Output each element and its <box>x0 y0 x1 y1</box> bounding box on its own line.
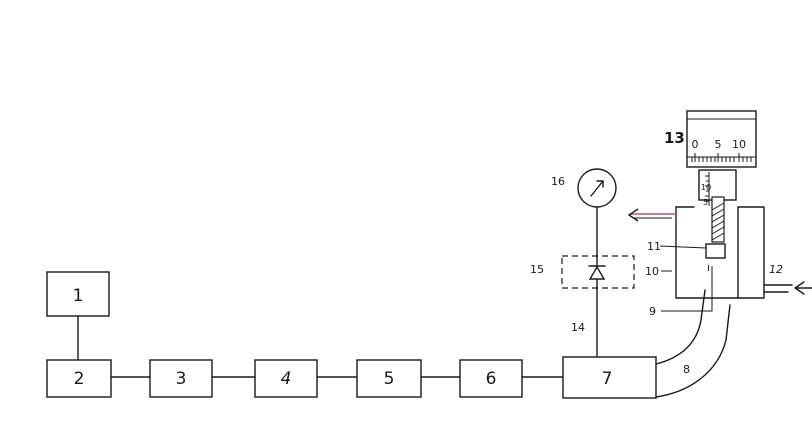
block-5 <box>356 359 422 398</box>
block-7 <box>562 356 657 399</box>
needle-arrow-icon <box>590 180 604 197</box>
leader-11 <box>659 245 707 249</box>
callout-10: 10 <box>645 265 659 278</box>
block-2-label: 2 <box>74 369 85 389</box>
block-7-label: 7 <box>602 369 613 389</box>
callout-9: 9 <box>649 305 656 318</box>
head-scale-10: 10 <box>732 138 746 151</box>
block-6 <box>459 359 523 398</box>
block-1-label: 1 <box>73 286 84 306</box>
probe-tip-11 <box>705 243 726 259</box>
detector-box <box>561 255 635 289</box>
head-scale-ticks <box>691 153 752 162</box>
leader-9 <box>661 266 713 312</box>
head-scale-0: 0 <box>692 138 699 151</box>
callout-14: 14 <box>571 321 585 334</box>
head-scale-5: 5 <box>715 138 722 151</box>
block-4-label: 4 <box>281 369 292 389</box>
inflow-arrow-icon <box>763 281 812 295</box>
callout-12: 12 <box>769 263 783 276</box>
block-6-label: 6 <box>486 369 497 389</box>
plunger-hatching <box>711 202 725 241</box>
diode-icon <box>588 265 606 280</box>
block-1 <box>46 271 110 317</box>
callout-8: 8 <box>683 363 690 376</box>
resonator-housing <box>675 206 765 299</box>
sleeve-scale <box>705 172 710 206</box>
block-3-label: 3 <box>176 369 187 389</box>
waveguide-outer <box>655 304 731 398</box>
block-3 <box>149 359 213 398</box>
callout-16: 16 <box>551 175 565 188</box>
sleeve-scale-10: 10 <box>701 183 711 192</box>
chamber-dot: ı <box>707 261 710 274</box>
callout-15: 15 <box>530 263 544 276</box>
block-2 <box>46 359 112 398</box>
micrometer-sleeve <box>698 169 737 201</box>
callout-11: 11 <box>647 240 661 253</box>
waveguide-inner <box>655 289 706 365</box>
callout-13: 13 <box>664 129 685 147</box>
block-5-label: 5 <box>384 369 395 389</box>
block-4 <box>254 359 318 398</box>
outflow-arrow-icon <box>627 208 676 222</box>
sleeve-scale-5: 5 <box>703 198 708 207</box>
